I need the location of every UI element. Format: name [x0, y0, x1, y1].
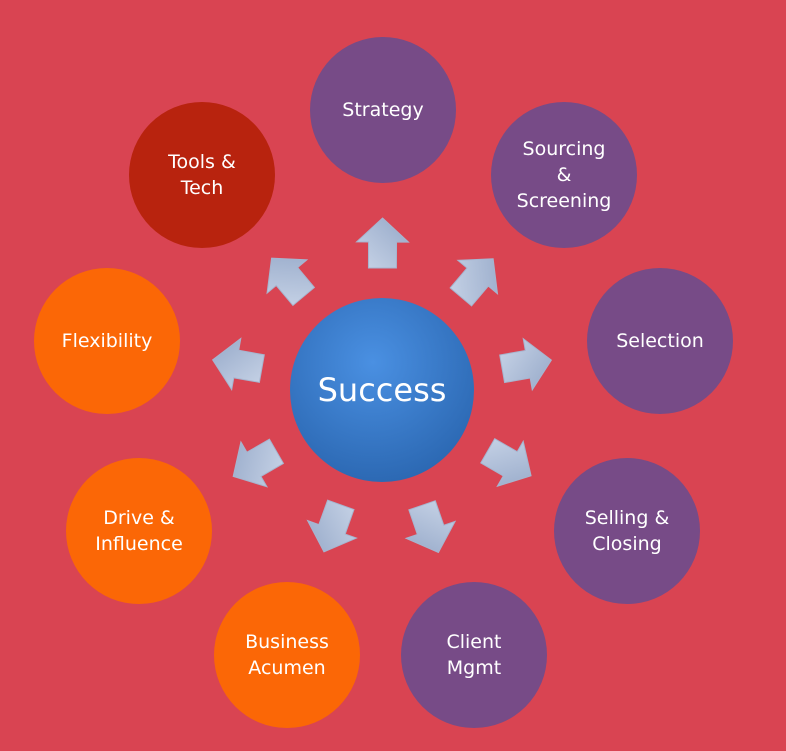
center-label: Success — [318, 371, 447, 409]
node-label-selling-closing: Selling & — [585, 507, 670, 529]
node-strategy: Strategy — [310, 37, 456, 183]
arrow-to-flexibility — [211, 337, 265, 391]
node-tools-tech: Tools & Tech — [129, 102, 275, 248]
node-label-sourcing-screening: Sourcing — [523, 138, 606, 160]
node-drive-influence: Drive & Influence — [66, 458, 212, 604]
node-circle-business-acumen — [214, 582, 360, 728]
arrow-to-drive-influence — [232, 438, 285, 488]
node-circle-client-mgmt — [401, 582, 547, 728]
node-label-selection: Selection — [616, 330, 704, 352]
node-label-client-mgmt: Client — [446, 631, 501, 653]
node-label-drive-influence: Drive & — [103, 507, 175, 529]
arrow-to-sourcing-screening — [449, 258, 499, 307]
node-label-tools-tech: Tech — [180, 177, 224, 199]
node-circle-selection — [587, 268, 733, 414]
center-node-success: Success — [290, 298, 474, 482]
node-sourcing-screening: Sourcing & Screening — [491, 102, 637, 248]
node-label-flexibility: Flexibility — [62, 330, 153, 352]
node-label-drive-influence: Influence — [95, 533, 183, 555]
node-label-client-mgmt: Mgmt — [447, 657, 501, 679]
node-label-selling-closing: Closing — [592, 533, 661, 555]
node-selling-closing: Selling & Closing — [554, 458, 700, 604]
node-circle-drive-influence — [66, 458, 212, 604]
node-label-sourcing-screening: & — [557, 164, 572, 186]
node-label-strategy: Strategy — [342, 99, 423, 121]
arrows-layer — [211, 217, 553, 554]
node-flexibility: Flexibility — [34, 268, 180, 414]
arrow-to-selection — [499, 337, 553, 392]
node-label-business-acumen: Acumen — [248, 657, 325, 679]
node-circle-sourcing-screening — [491, 102, 637, 248]
node-circle-selling-closing — [554, 458, 700, 604]
arrow-to-client-mgmt — [404, 500, 457, 554]
arrow-to-business-acumen — [306, 499, 358, 553]
arrow-to-selling-closing — [480, 438, 532, 488]
node-circle-tools-tech — [129, 102, 275, 248]
node-label-tools-tech: Tools & — [167, 151, 236, 173]
arrow-to-strategy — [355, 217, 410, 269]
node-circle-flexibility — [34, 268, 180, 414]
center-circle — [290, 298, 474, 482]
node-label-sourcing-screening: Screening — [517, 190, 612, 212]
node-selection: Selection — [587, 268, 733, 414]
node-label-business-acumen: Business — [245, 631, 329, 653]
arrow-to-tools-tech — [266, 257, 316, 307]
node-circle-strategy — [310, 37, 456, 183]
